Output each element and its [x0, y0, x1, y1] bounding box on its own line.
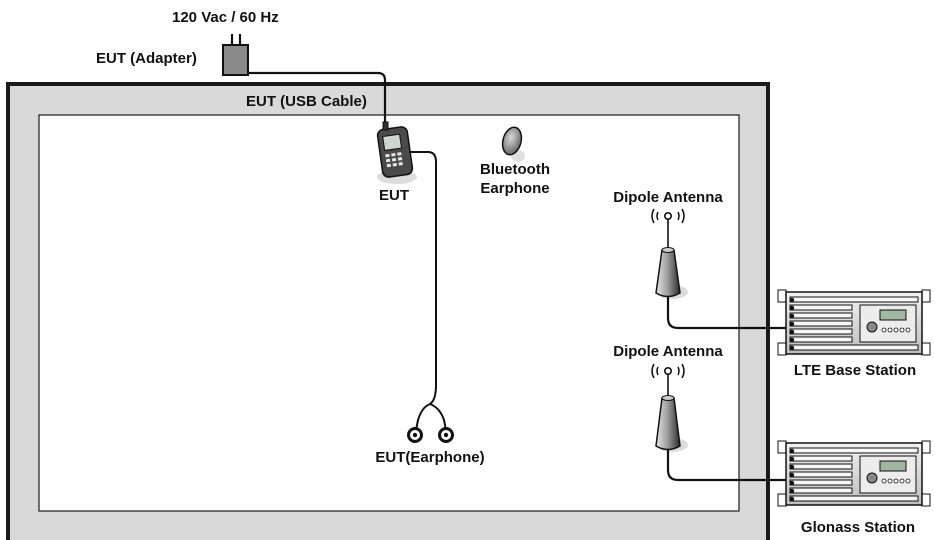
bluetooth-label-line1: Bluetooth	[480, 161, 550, 178]
dipole-antenna-top-icon	[651, 208, 688, 299]
earphone-cable	[409, 151, 447, 431]
usb-cable	[247, 71, 387, 128]
eut-label: EUT	[379, 187, 409, 204]
adapter-icon	[222, 34, 249, 76]
adapter-label: EUT (Adapter)	[96, 50, 197, 67]
dipole-antenna-bottom-label: Dipole Antenna	[613, 343, 723, 360]
lte-base-station-label: LTE Base Station	[793, 362, 917, 379]
bluetooth-earphone-icon	[501, 126, 525, 162]
power-supply-label: 120 Vac / 60 Hz	[172, 9, 279, 26]
lte-base-station-icon	[777, 289, 931, 356]
glonass-station-label: Glonass Station	[800, 519, 916, 536]
antenna-bottom-cable	[666, 450, 790, 482]
phone-icon	[376, 121, 417, 184]
dipole-antenna-bottom-icon	[651, 363, 688, 452]
earphone-label: EUT(Earphone)	[375, 449, 485, 466]
usb-cable-label: EUT (USB Cable)	[246, 93, 367, 110]
earphone-icon	[407, 427, 454, 443]
antenna-top-cable	[666, 297, 790, 330]
glonass-station-icon	[777, 440, 931, 507]
dipole-antenna-top-label: Dipole Antenna	[613, 189, 723, 206]
bluetooth-label-line2: Earphone	[480, 180, 550, 197]
